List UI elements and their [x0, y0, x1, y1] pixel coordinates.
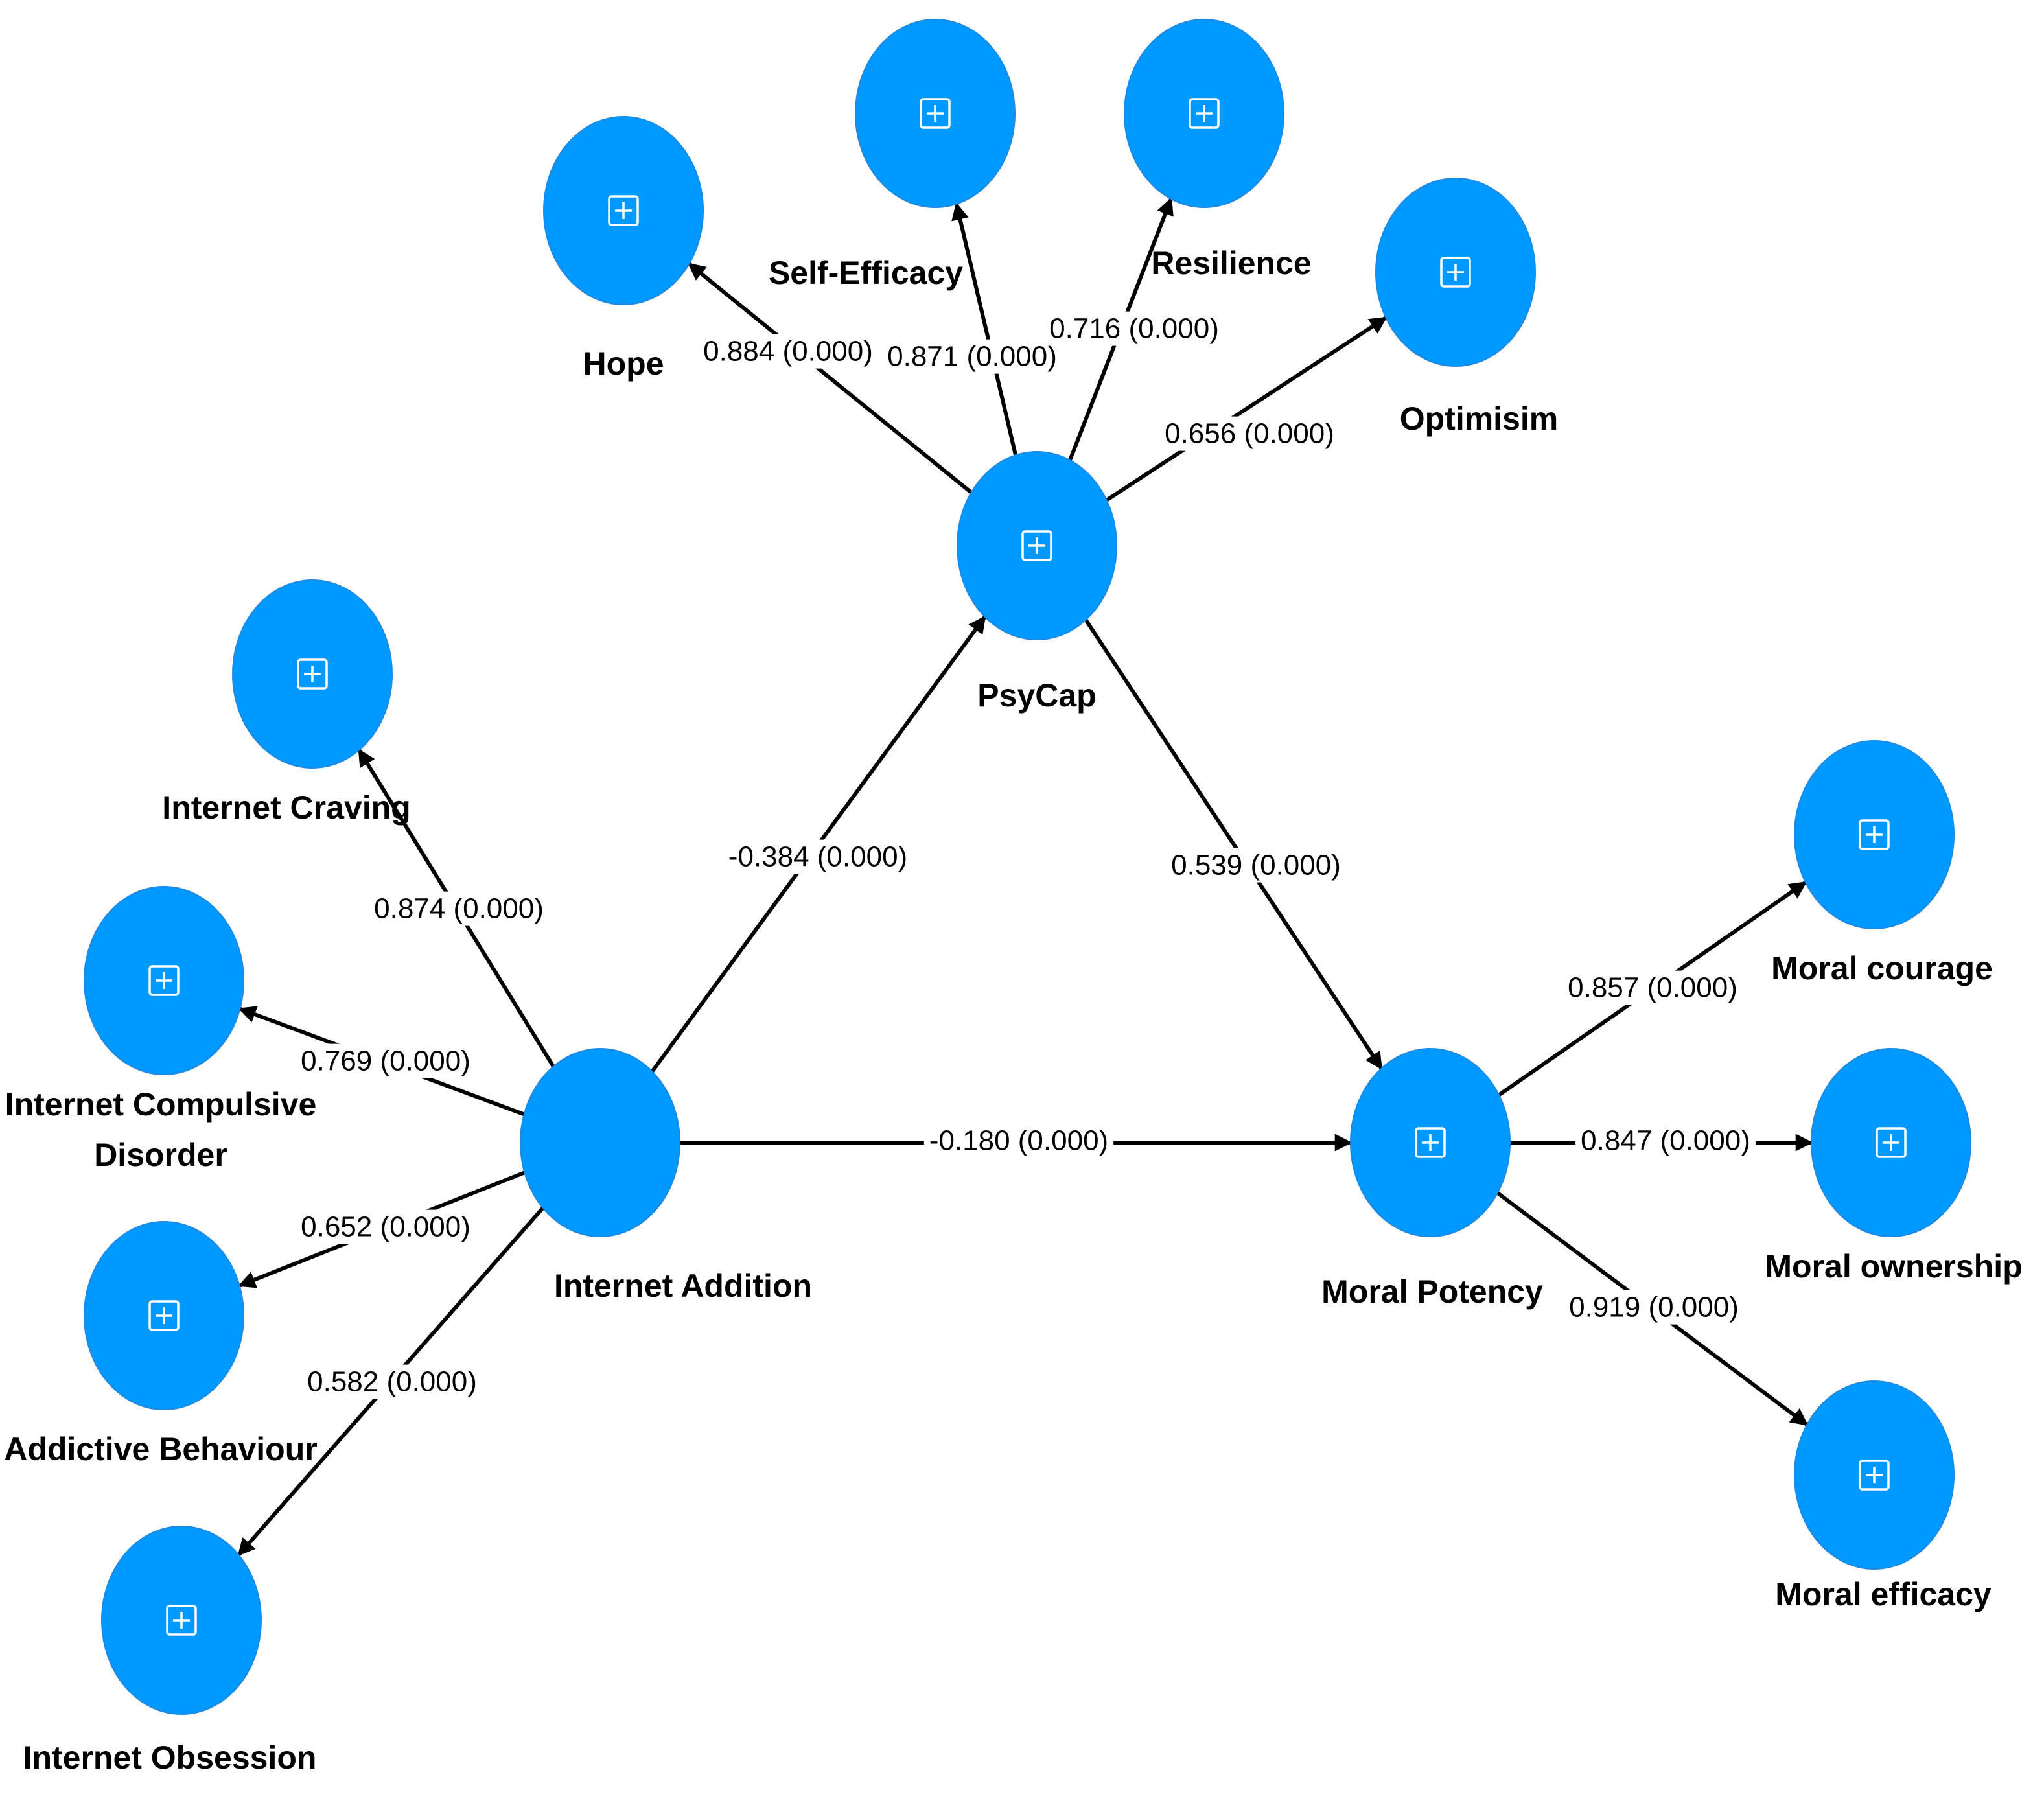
edge-labels-layer: 0.884 (0.000) 0.871 (0.000)0.716 (0.000) 0… [296, 311, 1756, 1399]
edge-label-background [1564, 1290, 1744, 1325]
node-label: Internet Obsession [23, 1739, 317, 1776]
expand-icon[interactable] [1189, 98, 1220, 129]
node-label: Hope [583, 345, 664, 382]
path-coefficient-label: 0.919 (0.000) [1569, 1292, 1739, 1323]
path-coefficient-label: 0.847 (0.000) [1581, 1125, 1750, 1157]
edge-label-psycap-to-self-efficacy: 0.871 (0.000) [882, 339, 1062, 374]
node-label: Disorder [94, 1137, 227, 1173]
path-coefficient-label: 0.857 (0.000) [1568, 972, 1737, 1004]
expand-icon[interactable] [297, 658, 328, 690]
edge-label-background [369, 891, 549, 926]
expand-icon[interactable] [1440, 257, 1471, 288]
node-label: Optimisim [1400, 401, 1558, 437]
node-label: Addictive Behaviour [4, 1431, 317, 1467]
edge-label-internet-addition-to-psycap: -0.384 (0.000) [723, 839, 913, 874]
path-coefficient-label: 0.582 (0.000) [307, 1366, 477, 1398]
edge-psycap-to-self-efficacy [951, 202, 1018, 456]
edge-label-background [882, 339, 1062, 374]
node-label: PsyCap [977, 677, 1096, 714]
edge-psycap-to-optimism [1105, 316, 1388, 502]
node-moral-efficacy[interactable]: Moral efficacy [1775, 1380, 1992, 1612]
node-internet-craving[interactable]: Internet Craving [162, 579, 411, 826]
node-moral-potency[interactable]: Moral Potency [1321, 1048, 1543, 1310]
expand-icon[interactable] [1876, 1127, 1907, 1158]
edge-label-background [723, 839, 913, 874]
path-coefficient-label: 0.656 (0.000) [1165, 418, 1334, 450]
edge-label-internet-addition-to-internet-compulsive-disorder: 0.769 (0.000) [296, 1043, 476, 1078]
node-psycap[interactable]: PsyCap [957, 451, 1117, 714]
node-label: Internet Craving [162, 789, 410, 826]
edge-label-internet-addition-to-addictive-behaviour: 0.652 (0.000) [296, 1209, 476, 1244]
expand-icon[interactable] [148, 1300, 180, 1331]
expand-icon[interactable] [148, 965, 180, 996]
expand-icon[interactable] [920, 98, 951, 129]
path-coefficient-label: 0.871 (0.000) [887, 341, 1057, 373]
edge-label-background [296, 1043, 476, 1078]
edge-label-psycap-to-resilience: 0.716 (0.000) [1044, 311, 1224, 346]
node-internet-addition[interactable]: Internet Addition [520, 1048, 812, 1304]
node-label: Resilience [1151, 245, 1311, 281]
edge-psycap-to-moral-potency [1084, 618, 1384, 1070]
path-coefficient-label: 0.884 (0.000) [703, 336, 873, 367]
expand-icon[interactable] [608, 195, 639, 226]
edge-label-background [1575, 1123, 1756, 1158]
expand-icon[interactable] [1859, 819, 1890, 850]
node-label: Internet Compulsive [5, 1086, 317, 1123]
node-moral-ownership[interactable]: Moral ownership [1765, 1048, 2023, 1285]
node-moral-courage[interactable]: Moral courage [1771, 740, 1993, 986]
edge-label-background [296, 1209, 476, 1244]
expand-icon[interactable] [166, 1605, 197, 1636]
edge-label-background [698, 334, 878, 369]
edges-layer [237, 197, 1813, 1557]
path-coefficient-label: 0.769 (0.000) [301, 1045, 470, 1077]
node-optimism[interactable]: Optimisim [1375, 178, 1558, 437]
path-coefficient-label: 0.652 (0.000) [301, 1211, 470, 1243]
expand-icon[interactable] [1415, 1127, 1446, 1158]
node-hope[interactable]: Hope [543, 116, 704, 382]
path-coefficient-label: 0.539 (0.000) [1171, 850, 1341, 881]
node-label: Moral Potency [1321, 1274, 1543, 1310]
expand-icon[interactable] [1021, 530, 1052, 561]
edge-label-internet-addition-to-moral-potency: -0.180 (0.000) [923, 1123, 1114, 1158]
node-label: Moral efficacy [1775, 1576, 1992, 1612]
edge-label-background [923, 1123, 1114, 1158]
edge-label-psycap-to-optimism: 0.656 (0.000) [1159, 416, 1340, 451]
edge-label-background [1159, 416, 1340, 451]
edge-label-moral-potency-to-moral-efficacy: 0.919 (0.000) [1564, 1290, 1744, 1325]
edge-psycap-to-hope [688, 262, 973, 494]
edge-label-internet-addition-to-internet-obsession: 0.582 (0.000) [302, 1364, 482, 1399]
node-label: Moral ownership [1765, 1248, 2022, 1285]
edge-label-moral-potency-to-moral-courage: 0.857 (0.000) [1562, 970, 1743, 1005]
node-label: Internet Addition [554, 1268, 812, 1304]
node-addictive-behaviour[interactable]: Addictive Behaviour [4, 1221, 318, 1467]
node-circle [520, 1048, 680, 1237]
node-self-efficacy[interactable]: Self-Efficacy [769, 19, 1016, 291]
node-label: Moral courage [1771, 950, 1993, 986]
path-coefficient-label: 0.874 (0.000) [374, 893, 544, 925]
nodes-layer: Hope Self-Efficacy ResilienceOptimisimPsyC… [4, 19, 2023, 1776]
edge-label-internet-addition-to-internet-craving: 0.874 (0.000) [369, 891, 549, 926]
edge-label-background [302, 1364, 482, 1399]
edge-label-background [1044, 311, 1224, 346]
path-coefficient-label: 0.716 (0.000) [1049, 313, 1219, 345]
edge-label-psycap-to-moral-potency: 0.539 (0.000) [1166, 848, 1346, 883]
edge-label-background [1166, 848, 1346, 883]
node-resilience[interactable]: Resilience [1124, 19, 1312, 281]
expand-icon[interactable] [1859, 1460, 1890, 1491]
edge-label-psycap-to-hope: 0.884 (0.000) [698, 334, 878, 369]
edge-label-moral-potency-to-moral-ownership: 0.847 (0.000) [1575, 1123, 1756, 1158]
path-coefficient-label: -0.384 (0.000) [728, 841, 907, 873]
path-coefficient-label: -0.180 (0.000) [929, 1125, 1108, 1157]
node-internet-obsession[interactable]: Internet Obsession [23, 1526, 317, 1776]
node-label: Self-Efficacy [769, 255, 963, 291]
edge-label-background [1562, 970, 1743, 1005]
